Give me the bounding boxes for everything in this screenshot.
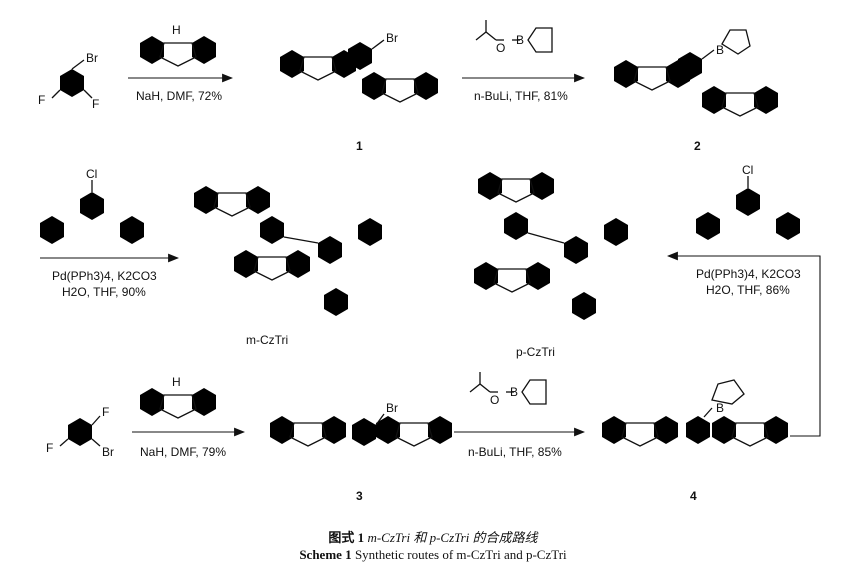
atom-f-bottom-1: F: [102, 405, 109, 419]
m-cztri-structure: [194, 186, 382, 316]
compound-1-label: 1: [356, 139, 363, 153]
conditions-step-3-line1: Pd(PPh3)4, K2CO3: [52, 269, 157, 283]
conditions-step-4-line2: H2O, THF, 86%: [706, 283, 790, 297]
caption-english: Scheme 1 Synthetic routes of m-CzTri and…: [0, 547, 866, 563]
compound-4-structure: [602, 379, 788, 446]
atom-o-reagent-top: O: [496, 41, 505, 55]
atom-cl-right: Cl: [742, 163, 753, 177]
atom-nh-bottom: H: [172, 375, 181, 389]
conditions-step-3-line2: H2O, THF, 90%: [62, 285, 146, 299]
caption-chinese: 图式 1 m-CzTri 和 p-CzTri 的合成路线: [0, 527, 866, 546]
caption-zh-prefix: 图式 1: [328, 530, 365, 545]
chlorotriazine-reagent-right: [696, 176, 800, 240]
atom-b-4: B: [716, 401, 724, 415]
atom-b-reagent-top: B: [516, 33, 524, 47]
compound-2-label: 2: [694, 139, 701, 153]
conditions-step-2: n-BuLi, THF, 81%: [474, 89, 568, 103]
p-cztri-label: p-CzTri: [516, 345, 555, 359]
boronate-reagent-top: [475, 20, 553, 53]
caption-en-text: Synthetic routes of m-CzTri and p-CzTri: [354, 547, 567, 562]
compound-2-structure: [614, 29, 778, 116]
conditions-step-6: n-BuLi, THF, 85%: [468, 445, 562, 459]
atom-br-top: Br: [86, 51, 98, 65]
atom-nh-top: H: [172, 23, 181, 37]
atom-b-2: B: [716, 43, 724, 57]
atom-br-1: Br: [386, 31, 398, 45]
conditions-step-4-line1: Pd(PPh3)4, K2CO3: [696, 267, 801, 281]
compound-3-label: 3: [356, 489, 363, 503]
difluoro-bromobenzene-bottom: [59, 415, 101, 447]
conditions-step-5: NaH, DMF, 79%: [140, 445, 226, 459]
difluoro-bromobenzene-top: [51, 59, 93, 99]
chlorotriazine-reagent-left: [40, 180, 144, 244]
carbazole-reagent-bottom: [140, 388, 216, 418]
m-cztri-label: m-CzTri: [246, 333, 288, 347]
atom-o-reagent-bottom: O: [490, 393, 499, 407]
caption-en-prefix: Scheme 1: [299, 547, 352, 562]
atom-f-top-4: F: [38, 93, 45, 107]
atom-b-reagent-bottom: B: [510, 385, 518, 399]
atom-f-top-2: F: [92, 97, 99, 111]
arrow-step-4: [666, 251, 821, 437]
compound-3-structure: [270, 413, 452, 446]
caption-zh-text: m-CzTri 和 p-CzTri 的合成路线: [367, 530, 538, 545]
carbazole-reagent-top: [140, 36, 216, 66]
compound-4-label: 4: [690, 489, 697, 503]
conditions-step-1: NaH, DMF, 72%: [136, 89, 222, 103]
p-cztri-structure: [474, 172, 628, 320]
compound-1-structure: [280, 39, 438, 102]
atom-br-3: Br: [386, 401, 398, 415]
atom-cl-left: Cl: [86, 167, 97, 181]
atom-f-bottom-4: F: [46, 441, 53, 455]
atom-br-bottom: Br: [102, 445, 114, 459]
boronate-reagent-bottom: [469, 372, 547, 405]
